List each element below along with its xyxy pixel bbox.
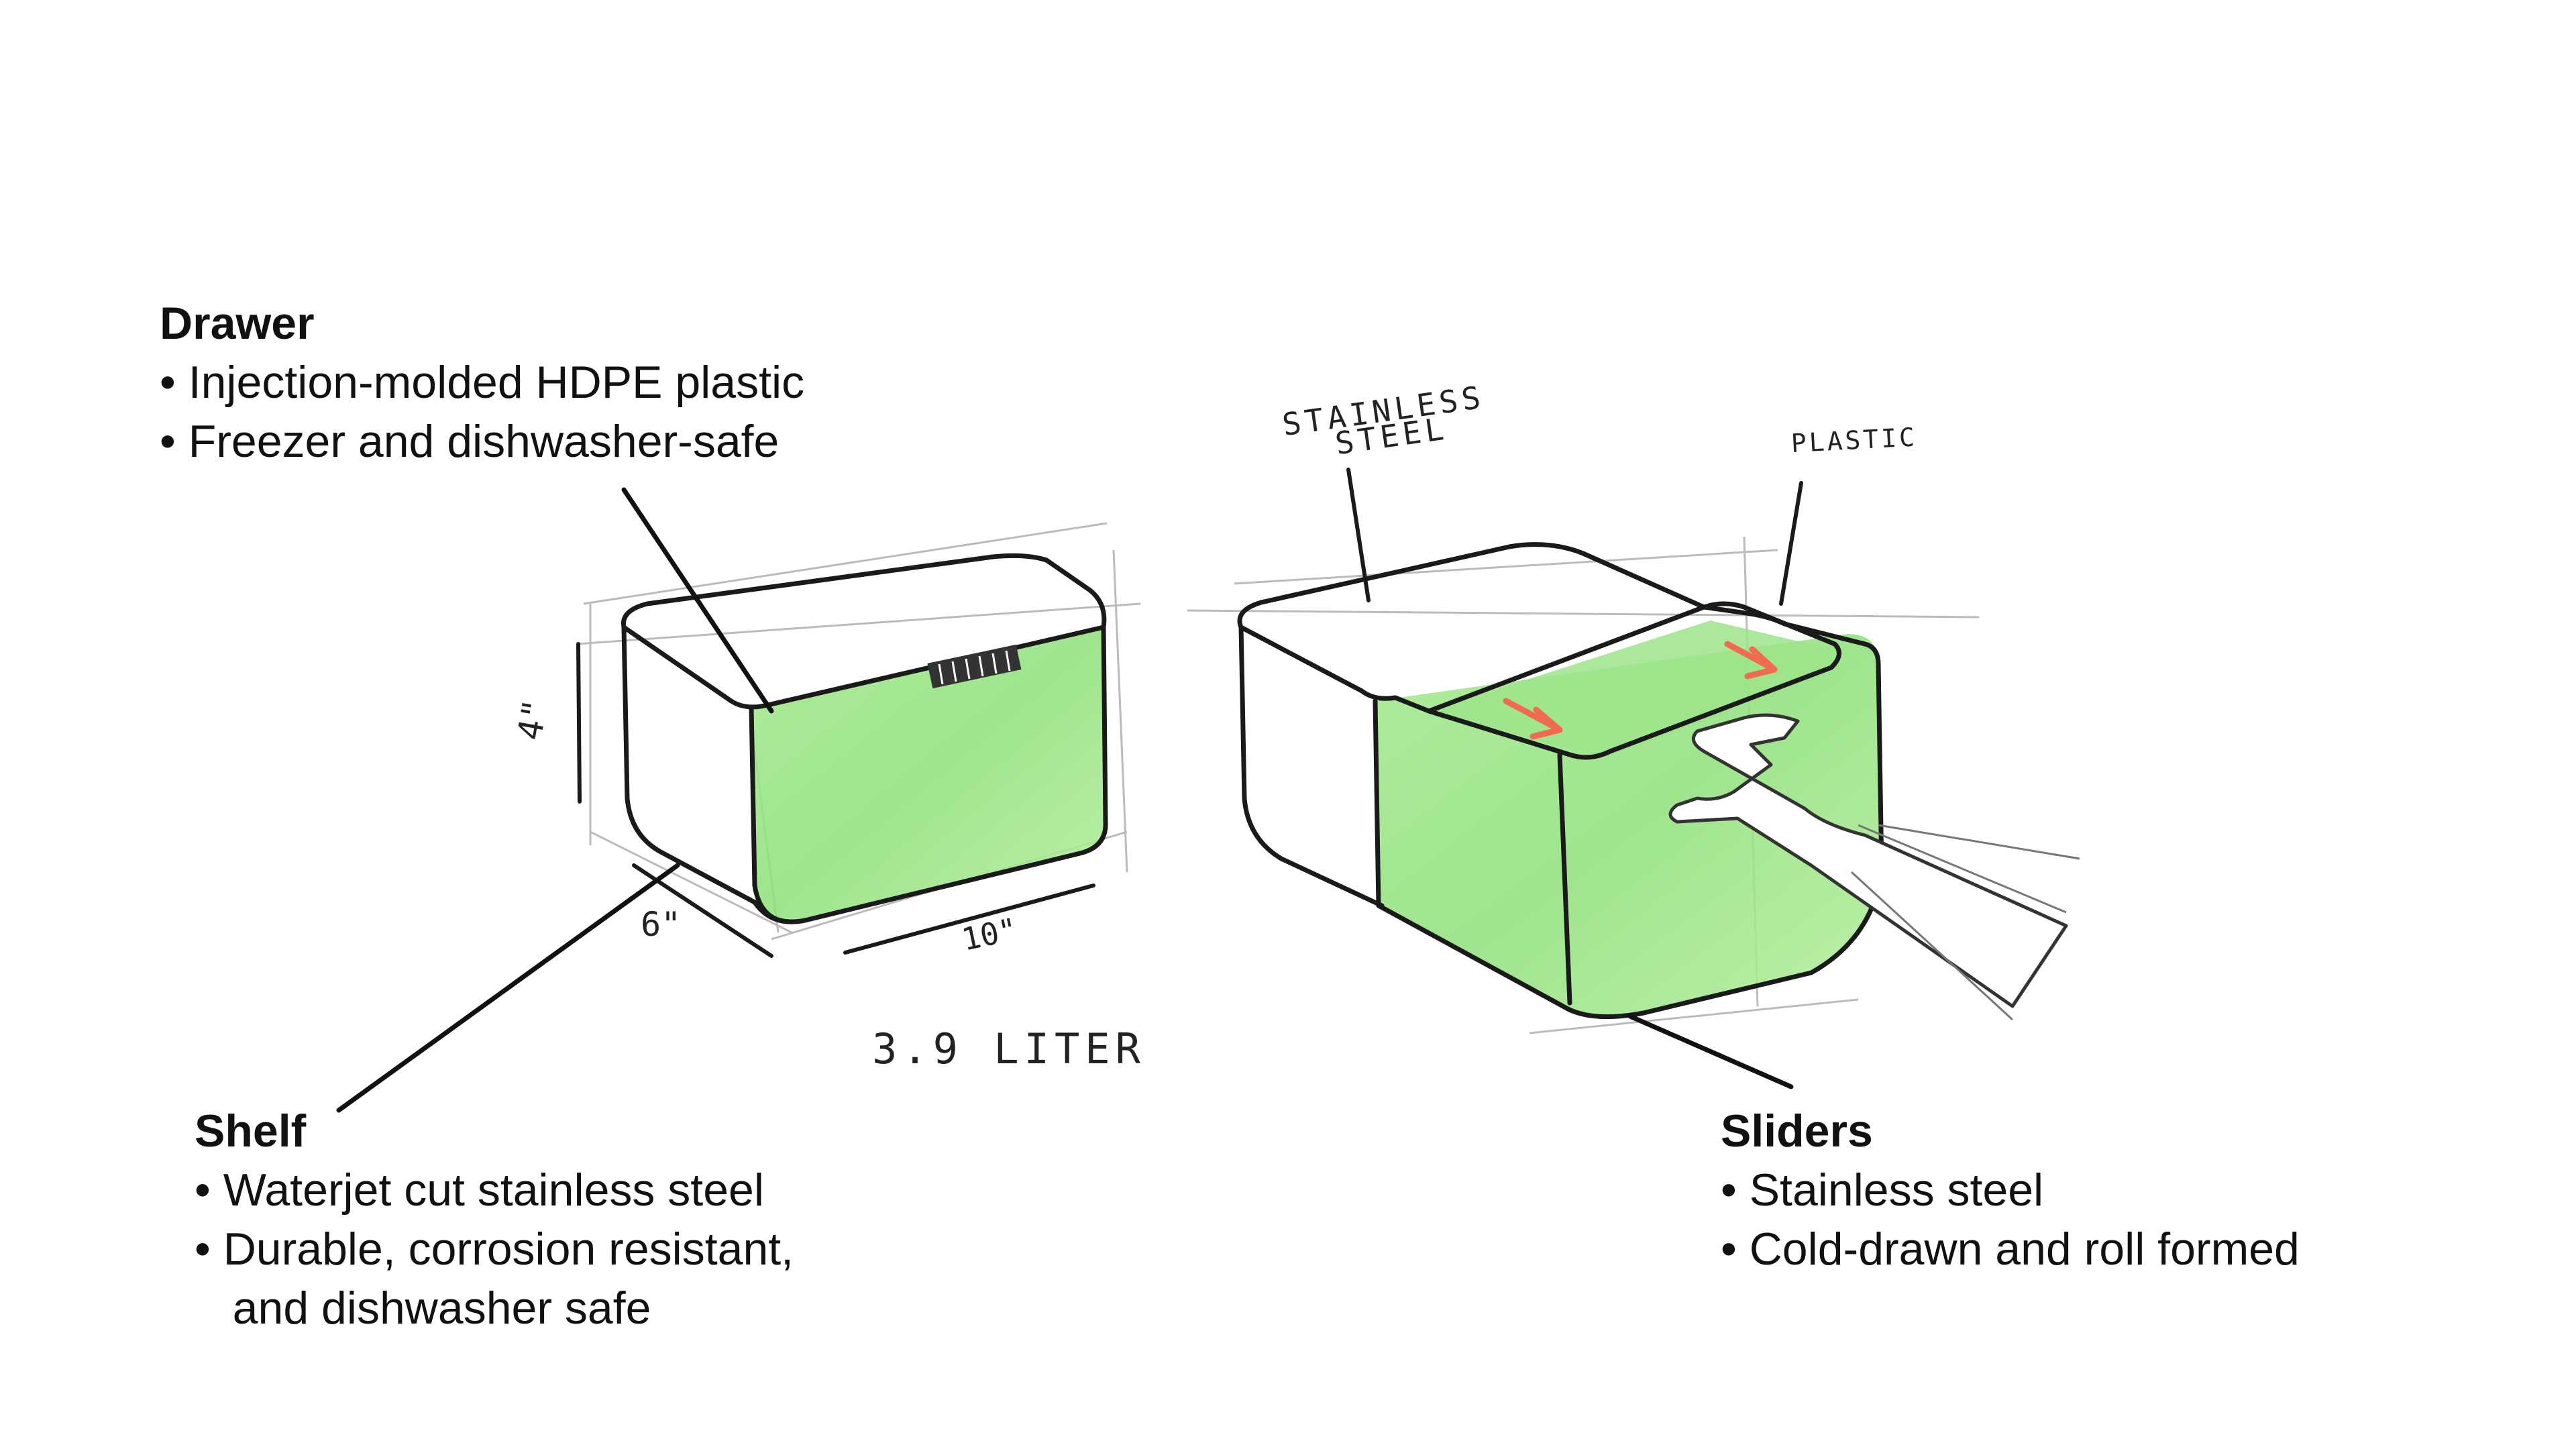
depth-dimension-label: 6" bbox=[641, 905, 681, 944]
slide-arrow-left bbox=[1503, 698, 1563, 740]
callout-leaders bbox=[336, 487, 1794, 1113]
right-box-sketch: STAINLESS STEEL PLASTIC bbox=[1187, 379, 2080, 1034]
slide-arrow-right bbox=[1724, 641, 1778, 680]
height-dimension-label: 4" bbox=[510, 696, 555, 743]
drawer-front-highlight bbox=[751, 627, 1106, 922]
sliders-callout: Sliders • Stainless steel • Cold-drawn a… bbox=[1721, 1102, 2300, 1279]
sliders-bullet-1: • Stainless steel bbox=[1721, 1165, 2044, 1216]
volume-label: 3.9 LITER bbox=[872, 1024, 1146, 1073]
left-box-sketch: 4" 6" 10" 3.9 LITER bbox=[510, 522, 1146, 1073]
shelf-bullet-1: • Waterjet cut stainless steel bbox=[195, 1165, 764, 1216]
shelf-title: Shelf bbox=[195, 1106, 307, 1157]
sliders-bullet-2: • Cold-drawn and roll formed bbox=[1721, 1224, 2300, 1275]
shelf-callout: Shelf • Waterjet cut stainless steel • D… bbox=[195, 1102, 794, 1338]
plastic-label: PLASTIC bbox=[1790, 422, 1918, 458]
drawer-bullet-2: • Freezer and dishwasher-safe bbox=[160, 416, 780, 467]
drawer-callout: Drawer • Injection-molded HDPE plastic •… bbox=[160, 294, 804, 471]
shelf-bullet-2: • Durable, corrosion resistant, bbox=[195, 1224, 794, 1275]
sliders-title: Sliders bbox=[1721, 1106, 1873, 1157]
drawer-title: Drawer bbox=[160, 298, 315, 349]
drawer-handle bbox=[927, 644, 1022, 689]
drawer-bullet-1: • Injection-molded HDPE plastic bbox=[160, 357, 805, 408]
hand-sketch bbox=[1668, 713, 2068, 1008]
shelf-bullet-3: and dishwasher safe bbox=[195, 1283, 651, 1334]
